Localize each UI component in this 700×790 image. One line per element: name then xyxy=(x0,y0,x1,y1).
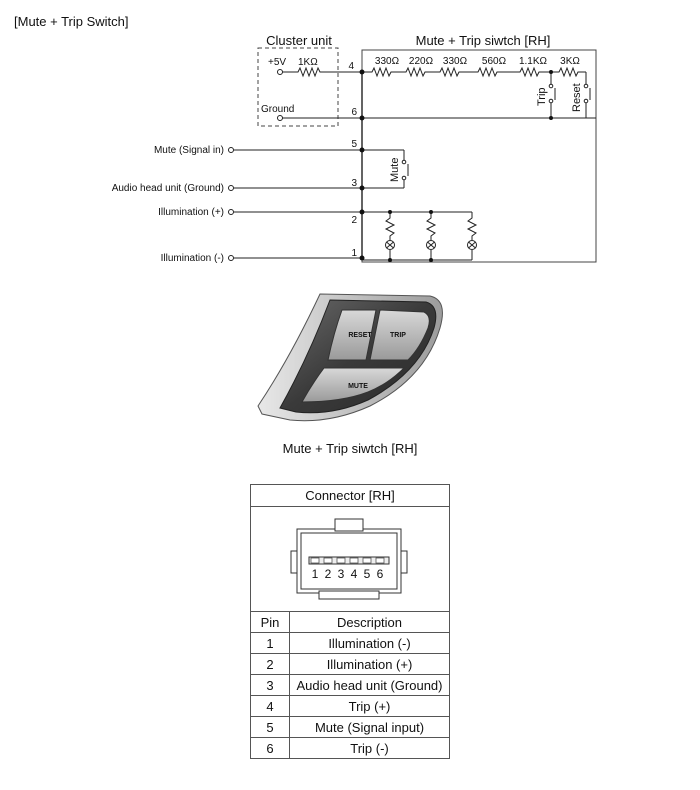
switch-photo: RESET TRIP MUTE xyxy=(257,293,443,422)
connector-pin-number: 4 xyxy=(351,567,358,581)
circuit-diagram: Cluster unit Mute + Trip siwtch [RH] +5V… xyxy=(112,33,597,264)
connector-face: 1 2 3 4 5 6 xyxy=(290,518,408,600)
reset-button xyxy=(327,309,377,361)
cluster-resistor xyxy=(282,66,362,78)
description-cell: Trip (+) xyxy=(289,695,450,717)
description-cell: Illumination (+) xyxy=(289,653,450,675)
pin-number: 1 xyxy=(351,248,357,259)
signal-label: Audio head unit (Ground) xyxy=(112,183,224,194)
pin-header: Pin xyxy=(250,611,290,633)
page-title: [Mute + Trip Switch] xyxy=(14,14,129,29)
ground-label: Ground xyxy=(261,104,294,115)
table-row: 3 Audio head unit (Ground) xyxy=(250,674,450,696)
trip-button-label: TRIP xyxy=(390,332,406,339)
resistor-label: 330Ω xyxy=(375,56,400,67)
connector-title: Connector [RH] xyxy=(250,484,450,507)
pin-cell: 6 xyxy=(250,737,290,759)
mute-label: Mute xyxy=(389,158,401,182)
pin-cell: 3 xyxy=(250,674,290,696)
table-row: 4 Trip (+) xyxy=(250,695,450,717)
mute-button-label: MUTE xyxy=(348,383,368,390)
cluster-unit-label: Cluster unit xyxy=(266,33,332,48)
connector-pin-number: 3 xyxy=(338,567,345,581)
pin-number: 5 xyxy=(351,139,357,150)
table-row: 5 Mute (Signal input) xyxy=(250,716,450,738)
resistor-label: 330Ω xyxy=(443,56,468,67)
table-row: 1 Illumination (-) xyxy=(250,632,450,654)
connector-pin-number: 5 xyxy=(364,567,371,581)
plus5v-label: +5V xyxy=(268,57,286,68)
switch-title: Mute + Trip siwtch [RH] xyxy=(416,33,551,48)
reset-label: Reset xyxy=(571,83,583,112)
table-row: 2 Illumination (+) xyxy=(250,653,450,675)
signal-label: Mute (Signal in) xyxy=(154,145,224,156)
description-cell: Mute (Signal input) xyxy=(289,716,450,738)
resistor-label: 560Ω xyxy=(482,56,507,67)
resistor-label: 3KΩ xyxy=(560,56,580,67)
photo-caption: Mute + Trip siwtch [RH] xyxy=(282,441,418,456)
signal-label: Illumination (-) xyxy=(161,253,224,264)
cluster-unit-box xyxy=(257,47,339,127)
plus5v-terminal xyxy=(277,69,283,75)
mute-button xyxy=(301,367,406,403)
ground-terminal xyxy=(277,115,283,121)
pin-number: 4 xyxy=(348,61,354,72)
pin-number: 3 xyxy=(351,178,357,189)
pin-cell: 4 xyxy=(250,695,290,717)
switch-box xyxy=(361,49,597,263)
description-cell: Audio head unit (Ground) xyxy=(289,674,450,696)
resistor-ladder xyxy=(362,66,586,78)
cluster-resistor-label: 1KΩ xyxy=(298,57,318,68)
connector-table: Connector [RH] 1 2 xyxy=(250,484,450,759)
pin-number: 2 xyxy=(351,215,357,226)
connector-pin-number: 1 xyxy=(312,567,319,581)
reset-button-label: RESET xyxy=(348,332,372,339)
illumination-leds xyxy=(384,212,478,260)
resistor-label: 220Ω xyxy=(409,56,434,67)
trip-button xyxy=(369,309,430,361)
pin-number: 6 xyxy=(351,107,357,118)
pin-cell: 2 xyxy=(250,653,290,675)
trip-label: Trip xyxy=(536,87,548,106)
signal-label: Illumination (+) xyxy=(158,207,224,218)
description-cell: Illumination (-) xyxy=(289,632,450,654)
pin-cell: 5 xyxy=(250,716,290,738)
table-row: 6 Trip (-) xyxy=(250,737,450,759)
connector-face-cell: 1 2 3 4 5 6 xyxy=(250,506,450,612)
connector-pin-number: 2 xyxy=(325,567,332,581)
description-header: Description xyxy=(289,611,450,633)
resistor-label: 1.1KΩ xyxy=(519,56,548,67)
pin-cell: 1 xyxy=(250,632,290,654)
connector-pin-number: 6 xyxy=(377,567,384,581)
description-cell: Trip (-) xyxy=(289,737,450,759)
